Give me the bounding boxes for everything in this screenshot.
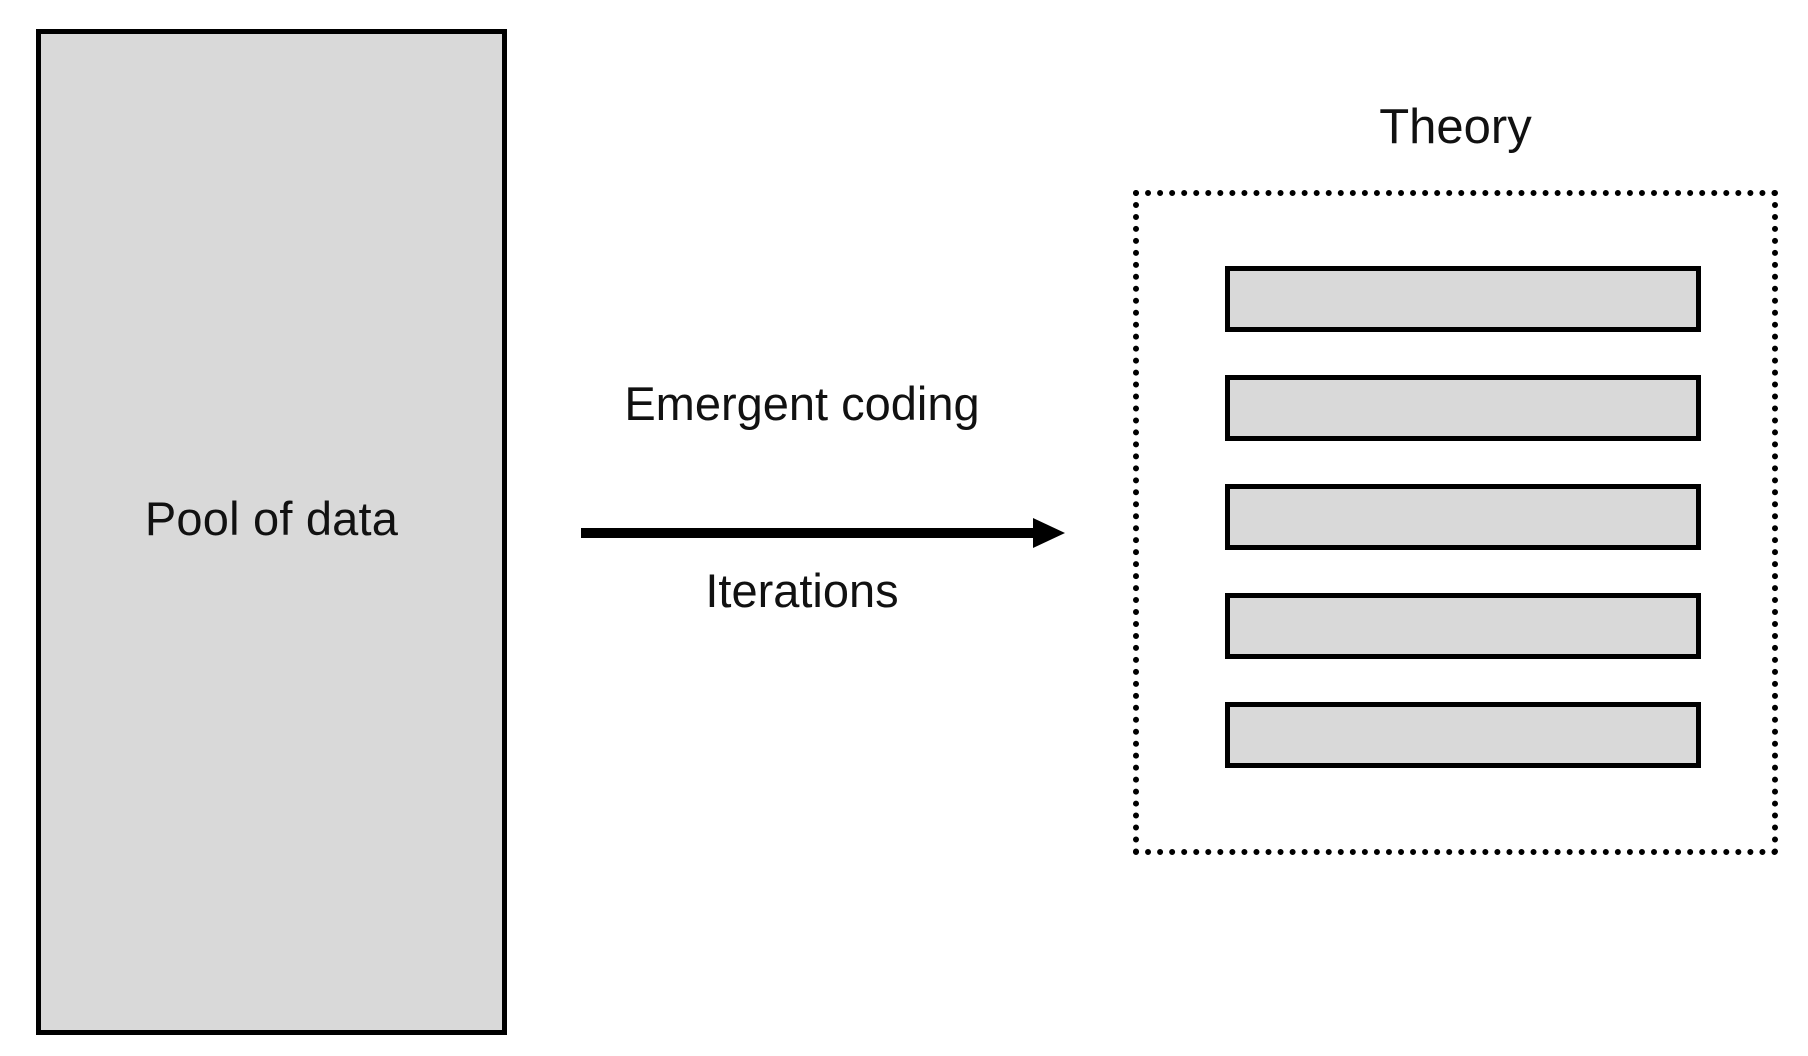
- theory-bar-item: [1225, 702, 1701, 768]
- pool-of-data-label: Pool of data: [144, 492, 399, 545]
- theory-bar-item: [1225, 375, 1701, 441]
- theory-bar-item: [1225, 593, 1701, 659]
- pool-of-data-box: [36, 29, 507, 1035]
- theory-bar-list: [1225, 266, 1701, 768]
- arrow-label-iterations: Iterations: [705, 564, 899, 617]
- arrow-shaft: [581, 528, 1039, 538]
- arrow-head-icon: [1033, 518, 1065, 548]
- theory-bar-item: [1225, 484, 1701, 550]
- theory-title: Theory: [1379, 100, 1532, 154]
- arrow-label-emergent-coding: Emergent coding: [624, 377, 980, 430]
- theory-bar-item: [1225, 266, 1701, 332]
